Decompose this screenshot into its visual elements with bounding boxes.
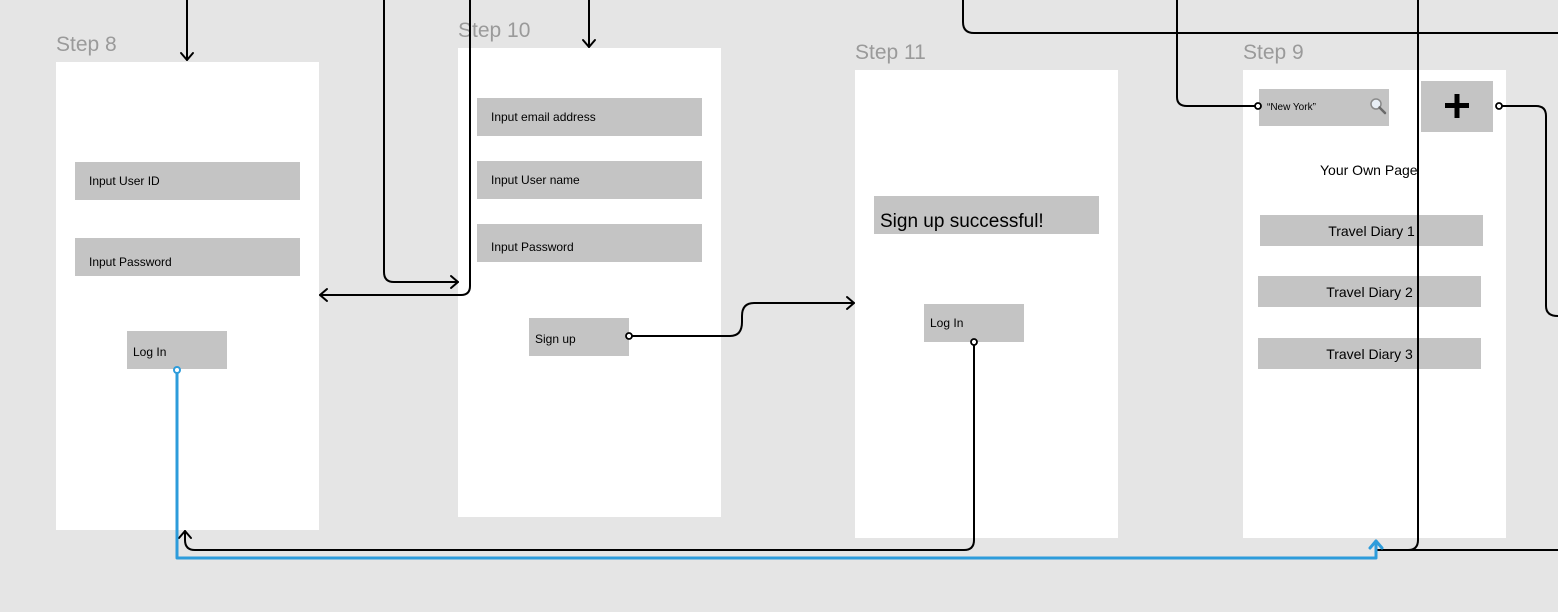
connector-top-loop bbox=[962, 0, 1558, 34]
connector-login-to-step9 bbox=[175, 368, 1378, 560]
user-id-input[interactable]: Input User ID bbox=[75, 162, 300, 200]
password-input[interactable]: Input Password bbox=[477, 224, 702, 262]
step11-label: Step 11 bbox=[855, 41, 926, 64]
diary-item-1[interactable]: Travel Diary 1 bbox=[1260, 215, 1483, 246]
plus-icon bbox=[1445, 94, 1469, 118]
arrowhead bbox=[180, 52, 194, 61]
arrowhead bbox=[582, 39, 596, 48]
arrowhead bbox=[450, 275, 459, 289]
arrowhead bbox=[1368, 539, 1384, 550]
page-title: Your Own Page bbox=[1320, 162, 1418, 178]
step8-frame bbox=[56, 62, 319, 530]
password-input[interactable]: Input Password bbox=[75, 238, 300, 276]
add-button[interactable] bbox=[1421, 81, 1493, 132]
step10-label: Step 10 bbox=[458, 19, 531, 42]
diary-item-2[interactable]: Travel Diary 2 bbox=[1258, 276, 1481, 307]
arrowhead bbox=[846, 296, 855, 310]
email-input[interactable]: Input email address bbox=[477, 98, 702, 136]
connector-add-button bbox=[1498, 105, 1558, 317]
arrowhead bbox=[178, 530, 192, 539]
step8-label: Step 8 bbox=[56, 33, 117, 56]
search-input[interactable]: “New York” bbox=[1259, 89, 1389, 126]
arrowhead bbox=[319, 288, 328, 302]
login-button[interactable]: Log In bbox=[924, 304, 1024, 342]
search-icon[interactable] bbox=[1368, 96, 1388, 116]
diary-item-3[interactable]: Travel Diary 3 bbox=[1258, 338, 1481, 369]
username-input[interactable]: Input User name bbox=[477, 161, 702, 199]
success-message: Sign up successful! bbox=[874, 196, 1099, 234]
connector-step10-to-step8 bbox=[319, 0, 471, 296]
step9-label: Step 9 bbox=[1243, 41, 1304, 64]
connector-loop-to-step10 bbox=[383, 0, 459, 283]
login-button[interactable]: Log In bbox=[127, 331, 227, 369]
signup-button[interactable]: Sign up bbox=[529, 318, 629, 356]
